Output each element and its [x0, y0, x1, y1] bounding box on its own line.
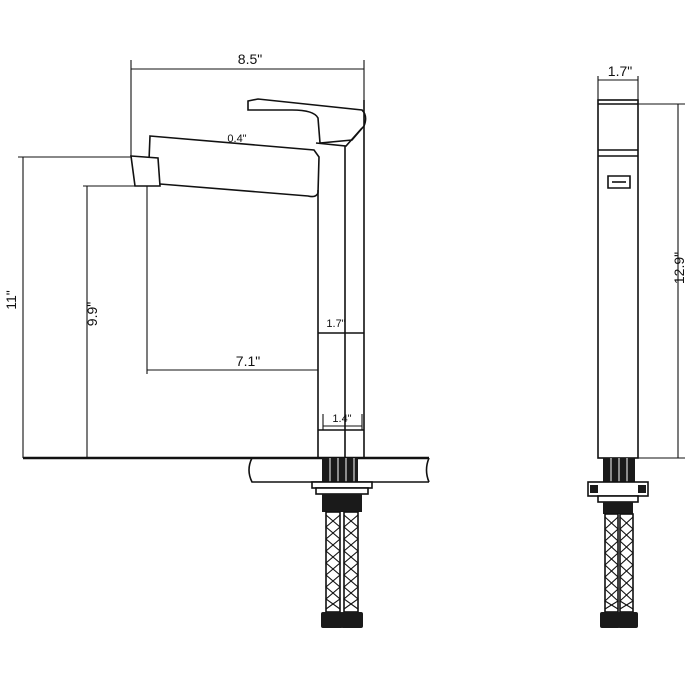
side-mounting-hardware — [587, 458, 649, 514]
body-depth-label: 1.7" — [608, 63, 632, 79]
faucet-body — [317, 100, 365, 458]
side-height-label: 12.9" — [671, 252, 687, 284]
base-width-dimension: 1.4" — [318, 413, 364, 431]
front-view: 8.5" 0.4" 11" — [3, 51, 430, 628]
side-body — [597, 99, 639, 459]
side-view: 1.7" 12.9" — [587, 63, 687, 628]
body-width-dimension: 1.7" — [326, 318, 345, 330]
spout-reach-label: 7.1" — [236, 353, 260, 369]
side-height-dimension: 12.9" — [638, 103, 687, 459]
spout-height-dimension: 9.9" — [83, 185, 135, 458]
overall-width-label: 8.5" — [238, 51, 262, 67]
overall-height-label: 11" — [3, 290, 19, 310]
overall-height-dimension: 11" — [3, 156, 131, 458]
supply-hoses — [321, 511, 363, 628]
spout: 0.4" — [130, 133, 320, 198]
side-supply-hoses — [600, 513, 638, 628]
body-width-label: 1.7" — [326, 318, 345, 330]
spout-height-label: 9.9" — [84, 302, 100, 326]
lever-handle — [247, 98, 367, 147]
countertop — [23, 456, 430, 483]
mounting-hardware — [311, 458, 373, 512]
spout-reach-dimension: 7.1" — [146, 186, 318, 374]
base-width-label: 1.4" — [332, 413, 351, 425]
overall-width-dimension: 8.5" — [130, 51, 365, 156]
body-depth-dimension: 1.7" — [597, 63, 639, 104]
spout-thickness-label: 0.4" — [227, 133, 246, 145]
